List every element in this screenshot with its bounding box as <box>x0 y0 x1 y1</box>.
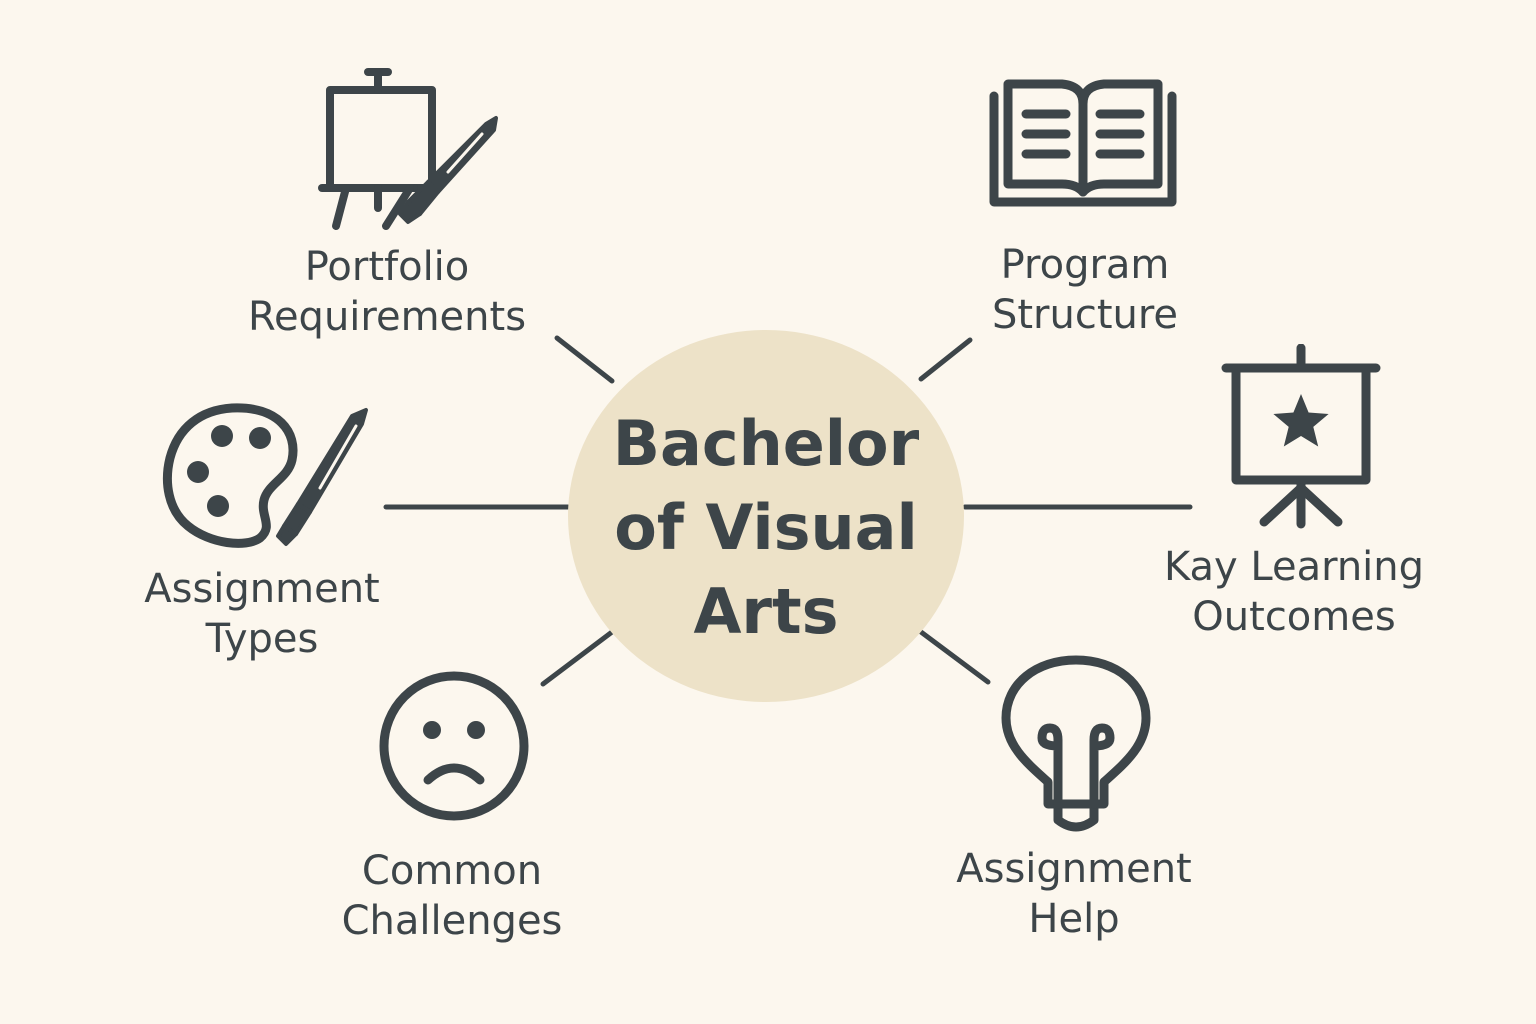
connector-common-challenges <box>540 629 615 687</box>
node-label-line: Program <box>1000 242 1170 288</box>
center-hub-circle <box>568 330 964 702</box>
node-label-line: Outcomes <box>1192 594 1396 640</box>
node-label-line: Assignment <box>144 566 380 612</box>
node-label-key-learning-outcomes: Kay Learning Outcomes <box>1136 542 1452 642</box>
presentation-board-star-icon <box>1220 344 1382 530</box>
node-label-line: Structure <box>991 292 1179 338</box>
center-title-line: Arts <box>693 575 839 648</box>
sad-face-icon <box>376 668 532 824</box>
easel-paintbrush-icon <box>316 66 506 232</box>
node-label-line: Portfolio <box>304 244 470 290</box>
node-label-line: Common <box>361 848 543 894</box>
node-label-line: Assignment <box>956 846 1192 892</box>
connector-assignment-help <box>918 629 991 685</box>
node-label-line: Kay Learning <box>1163 544 1425 590</box>
center-title: Bachelor of Visual Arts <box>568 402 964 654</box>
connector-portfolio-requirements <box>554 335 615 384</box>
node-label-line: Requirements <box>247 294 527 340</box>
center-title-line: Bachelor <box>612 407 920 480</box>
palette-paintbrush-icon <box>160 402 374 548</box>
node-label-line: Help <box>1028 896 1120 942</box>
node-label-portfolio-requirements: Portfolio Requirements <box>200 242 574 342</box>
node-label-assignment-types: Assignment Types <box>112 564 412 664</box>
center-title-line: of Visual <box>614 491 918 564</box>
lightbulb-icon <box>998 654 1154 834</box>
node-label-common-challenges: Common Challenges <box>296 846 608 946</box>
node-label-line: Challenges <box>341 898 563 944</box>
node-label-line: Types <box>205 616 319 662</box>
node-label-program-structure: Program Structure <box>940 240 1230 340</box>
open-book-icon <box>986 78 1180 208</box>
node-label-assignment-help: Assignment Help <box>920 844 1228 944</box>
connector-program-structure <box>918 337 973 382</box>
